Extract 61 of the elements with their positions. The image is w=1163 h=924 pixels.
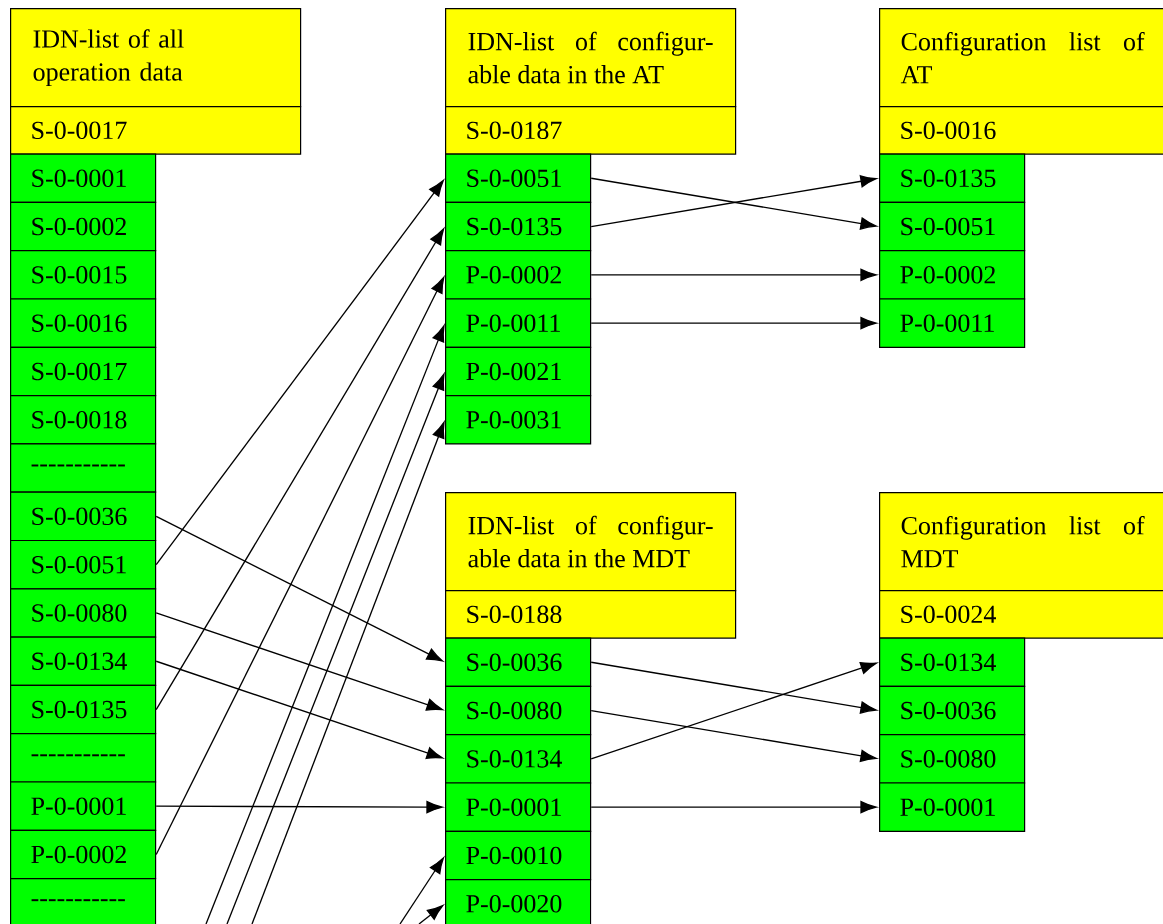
list-idn-cell: S-0-0187 xyxy=(445,106,737,155)
idn-cell: P-0-0001 xyxy=(10,781,157,831)
idn-cell: S-0-0051 xyxy=(10,539,157,590)
idn-cell: P-0-0010 xyxy=(445,830,592,881)
idn-cell: P-0-0002 xyxy=(10,829,157,880)
idn-cell: S-0-0134 xyxy=(879,637,1026,687)
idn-cell: S-0-0016 xyxy=(10,298,157,348)
idn-cell: S-0-0080 xyxy=(10,588,157,638)
arrow xyxy=(155,228,445,711)
node-label: Configuration list of AT xyxy=(900,31,1145,84)
idn-cell: P-0-0031 xyxy=(445,395,592,445)
idn-cell: S-0-0135 xyxy=(445,201,592,252)
idn-cell: P-0-0011 xyxy=(879,298,1026,348)
idn-cell: S-0-0134 xyxy=(10,636,157,686)
arrow xyxy=(590,662,877,760)
idn-cell: S-0-0015 xyxy=(10,250,157,300)
idn-cell: S-0-0135 xyxy=(879,153,1026,203)
idn-cell: P-0-0002 xyxy=(445,250,592,300)
idn-cell: S-0-0036 xyxy=(10,491,157,542)
idn-cell: S-0-0051 xyxy=(445,153,592,203)
list-idn-cell: S-0-0024 xyxy=(879,590,1163,639)
arrow xyxy=(590,661,877,714)
idn-cell: P-0-0001 xyxy=(879,782,1026,832)
idn-cell: P-0-0021 xyxy=(445,346,592,397)
idn-cell: S-0-0051 xyxy=(879,201,1026,252)
idn-cell: S-0-0017 xyxy=(10,346,157,397)
idn-cell: ----------- xyxy=(10,878,157,924)
idn-cell: S-0-0080 xyxy=(445,685,592,736)
idn-cell: P-0-0020 xyxy=(445,879,592,924)
idn-cell: ----------- xyxy=(10,733,157,783)
arrow xyxy=(155,179,444,566)
idn-cell: S-0-0002 xyxy=(10,201,157,252)
arrow xyxy=(590,800,877,814)
idn-cell: S-0-0018 xyxy=(10,395,157,445)
idn-cell: S-0-0080 xyxy=(879,734,1026,784)
arrow xyxy=(155,800,443,814)
arrow xyxy=(590,316,877,330)
list-idn-cell: S-0-0017 xyxy=(10,106,302,155)
idn-cell: S-0-0134 xyxy=(445,734,592,784)
idn-cell: P-0-0001 xyxy=(445,782,592,832)
list-idn-cell: S-0-0188 xyxy=(445,590,737,639)
arrow xyxy=(155,515,444,662)
list-idn-cell: S-0-0016 xyxy=(879,106,1163,155)
idn-cell: ----------- xyxy=(10,443,157,493)
arrow xyxy=(226,373,445,924)
arrow xyxy=(590,709,877,762)
arrow xyxy=(418,904,444,924)
idn-cell: S-0-0036 xyxy=(879,685,1026,736)
idn-cell: P-0-0002 xyxy=(879,250,1026,300)
arrow xyxy=(590,268,877,282)
arrow xyxy=(251,421,445,924)
idn-cell: P-0-0011 xyxy=(445,298,592,348)
arrow xyxy=(155,612,443,711)
idn-cell: S-0-0036 xyxy=(445,637,592,687)
idn-cell: S-0-0135 xyxy=(10,684,157,735)
arrow xyxy=(205,325,445,924)
arrow xyxy=(155,276,445,856)
arrow xyxy=(399,857,445,924)
idn-cell: S-0-0001 xyxy=(10,153,157,203)
node-label: Configuration list of MDT xyxy=(901,515,1145,568)
arrow xyxy=(155,660,443,759)
